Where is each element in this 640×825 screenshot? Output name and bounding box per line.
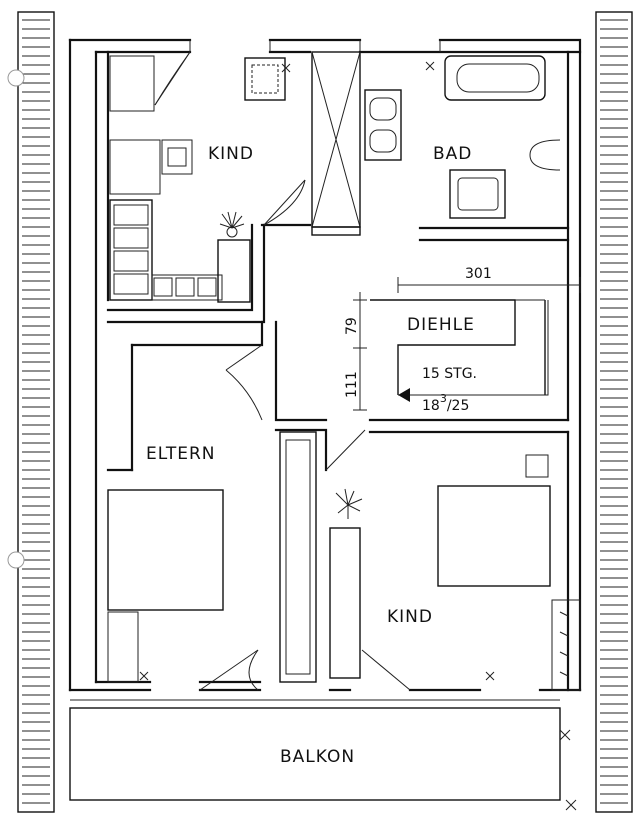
punch-hole-bottom	[7, 551, 25, 569]
balcony-outline	[69, 699, 561, 801]
room-label-kind-top: KIND	[208, 144, 254, 164]
cabinet-box	[113, 250, 149, 272]
cabinet-box	[175, 277, 195, 297]
interior-walls	[106, 51, 570, 683]
outer-walls	[68, 38, 582, 692]
bed-eltern	[107, 489, 224, 683]
room-label-kind-bottom: KIND	[387, 607, 433, 627]
punch-hole-top	[7, 69, 25, 87]
plant-top	[219, 211, 245, 238]
plant-bottom	[335, 488, 363, 519]
dimension-lines	[353, 277, 581, 411]
cabinet-box	[153, 277, 173, 297]
cross-marks	[139, 61, 577, 811]
doors	[154, 51, 411, 691]
side-treads	[551, 599, 581, 691]
bath-fixtures	[364, 55, 561, 219]
cabinet-box	[113, 273, 149, 295]
dimension-height-upper: 79	[344, 317, 360, 335]
roof-hatch-left	[17, 11, 55, 813]
room-label-eltern: ELTERN	[146, 444, 216, 464]
room-label-balkon: BALKON	[280, 747, 355, 767]
room-label-bad: BAD	[433, 144, 472, 164]
stairs-ratio-tail: /25	[447, 398, 470, 414]
furniture-kind-top	[109, 55, 286, 303]
stairs-ratio-sup: 3	[440, 392, 447, 405]
roof-hatch-right	[595, 11, 633, 813]
dimension-width: 301	[465, 266, 492, 282]
dimension-height-lower: 111	[344, 371, 360, 398]
cabinet-box	[113, 204, 149, 226]
cabinet-box	[197, 277, 217, 297]
room-label-diehle: DIEHLE	[407, 315, 475, 335]
cabinet-box	[113, 227, 149, 249]
bed-kind-bottom	[437, 454, 551, 587]
stairs-ratio-main: 18	[422, 398, 440, 414]
stairs-ratio-label: 183/25	[422, 392, 469, 414]
stairs-steps-label: 15 STG.	[422, 366, 477, 382]
